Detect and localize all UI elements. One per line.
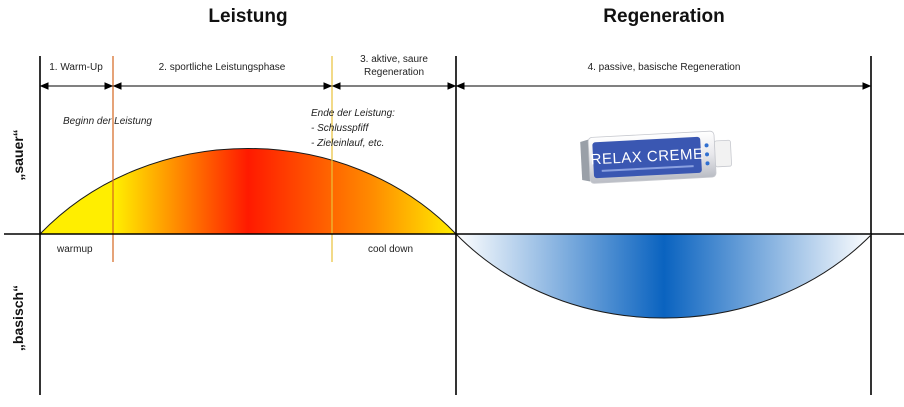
phase-label-4: 4. passive, basische Regeneration: [588, 62, 741, 73]
annotation-end-line-1: Ende der Leistung:: [311, 108, 395, 119]
tube-cap: [714, 139, 732, 168]
product-name: RELAX CREME: [590, 146, 704, 169]
axis-label-acid: „sauer“: [10, 129, 26, 180]
arrow-head: [862, 82, 872, 90]
annotation-end-line-3: - Zieleinlauf, etc.: [311, 138, 384, 149]
brand-dot-icon: [704, 143, 709, 148]
phase-label-1: 1. Warm-Up: [49, 62, 103, 73]
arrow-head: [331, 82, 341, 90]
heading-regeneration: Regeneration: [603, 6, 724, 27]
annotation-start: Beginn der Leistung: [63, 116, 152, 127]
phase-label-3-line-2: Regeneration: [364, 67, 424, 78]
product-tube-image: RELAX CREME: [580, 130, 732, 184]
arrow-head: [323, 82, 333, 90]
tube-crimp: [580, 139, 591, 182]
brand-dot-icon: [705, 161, 710, 166]
axis-label-basic: „basisch“: [10, 285, 26, 351]
label-warmup: warmup: [56, 244, 93, 255]
label-cooldown: cool down: [368, 244, 413, 255]
phase-arrows: [39, 82, 872, 90]
brand-dot-icon: [705, 152, 710, 157]
phase-label-3-line-1: 3. aktive, saure: [360, 54, 428, 65]
acid-curve: [38, 148, 458, 235]
arrow-head: [112, 82, 122, 90]
heading-performance: Leistung: [208, 6, 287, 27]
arrow-head: [104, 82, 114, 90]
basic-curve: [454, 233, 874, 319]
annotation-end-line-2: - Schlusspfiff: [311, 123, 369, 134]
arrow-head: [447, 82, 457, 90]
phase-label-2: 2. sportliche Leistungsphase: [159, 62, 286, 73]
tube-label-stripe: [601, 165, 694, 172]
arrow-head: [39, 82, 49, 90]
arrow-head: [455, 82, 465, 90]
